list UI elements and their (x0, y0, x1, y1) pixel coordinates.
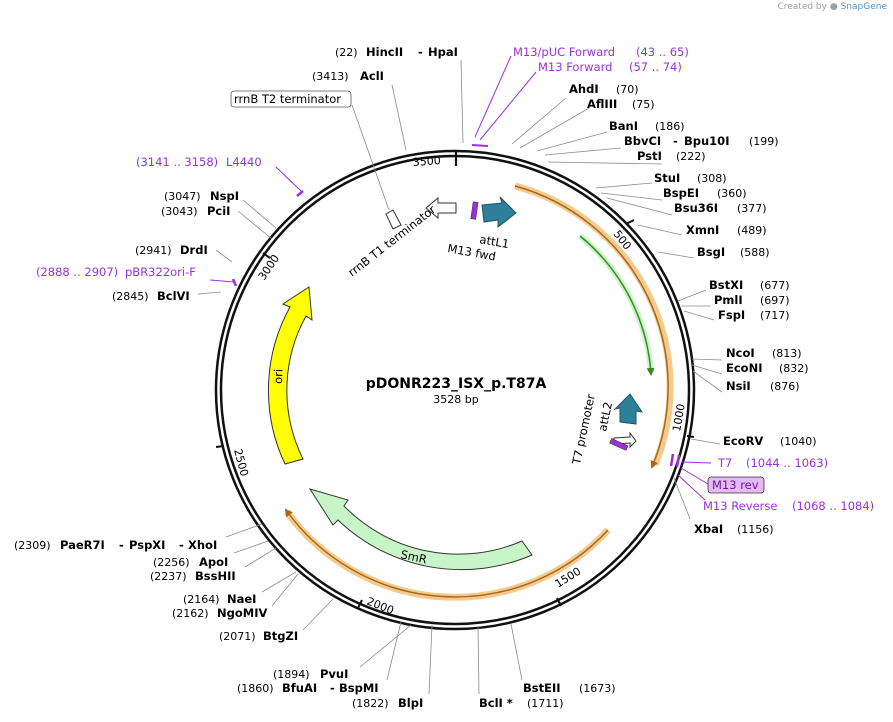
tick-500 (625, 219, 635, 225)
ori-label: ori (271, 369, 286, 384)
tick-3000 (262, 252, 271, 259)
site-xbai: XbaI (1156) (694, 518, 774, 537)
tick-label-1000: 1000 (670, 403, 688, 433)
site-naei: (2164) NaeI (183, 588, 256, 607)
smr-feature (308, 488, 533, 571)
credit-prefix: Created by (777, 2, 827, 12)
site-stui: StuI (308) (654, 167, 727, 186)
primer-m13-puc-forward: M13/pUC Forward (43 .. 65) (513, 41, 689, 60)
t7-promoter-label: T7 promoter (569, 393, 598, 467)
site-acli: (3413) AclI (312, 65, 384, 84)
site-econi: EcoNI (832) (726, 357, 809, 376)
tick-2000 (357, 599, 363, 609)
site-bsgi: BsgI (588) (697, 241, 770, 260)
site-ahdi: AhdI (70) (569, 78, 639, 97)
tick-2500 (215, 445, 225, 448)
rrnb-t2-label: rrnB T2 terminator (234, 92, 341, 106)
site-bspei: BspEI (360) (663, 182, 747, 201)
rrnb-t2-terminator-icon (425, 196, 457, 220)
site-bclvi: (2845) BclVI (112, 285, 190, 304)
site-bstxi: BstXI (677) (709, 274, 790, 293)
green-feature-arc (578, 233, 655, 376)
site-bani: BanI (186) (609, 115, 685, 134)
primer-m13-reverse: M13 Reverse (1068 .. 1084) (703, 495, 874, 514)
cds-arc-top-right (514, 182, 674, 469)
rrnb-t1-terminator-icon (385, 209, 402, 230)
site-pcii: (3043) PciI (161, 200, 230, 219)
site-bsteii: BstEII (1673) (523, 677, 616, 696)
t7-primer-mark (609, 438, 629, 451)
site-paer7i: (2309) PaeR7I - PspXI - XhoI (14, 534, 217, 553)
site-apoi: (2256) ApoI (153, 551, 228, 570)
site-nsii: NsiI (876) (726, 375, 800, 394)
leader-lines (197, 55, 723, 695)
m13-fwd-primer-mark (470, 201, 479, 220)
site-ncoi: NcoI (813) (726, 342, 802, 361)
primer-t7: T7 (1044 .. 1063) (717, 452, 828, 471)
primer-m13-forward: M13 Forward (57 .. 74) (538, 56, 682, 75)
snapgene-credit: Created by ● SnapGene (777, 2, 887, 12)
site-ngomiv: (2162) NgoMIV (172, 602, 267, 621)
site-bsshii: (2237) BssHII (150, 565, 236, 584)
tick-label-3000: 3000 (256, 252, 282, 282)
primer-m13-rev: M13 rev (712, 478, 759, 492)
cds-arc-bottom (284, 508, 611, 601)
site-btgzi: (2071) BtgZI (219, 625, 298, 644)
site-pvui: (1894) PvuI (273, 663, 348, 682)
plasmid-name: pDONR223_ISX_p.T87A (366, 376, 547, 392)
credit-brand: SnapGene (840, 2, 887, 12)
attl2-arrow-icon (613, 393, 644, 425)
tick-1500 (556, 597, 562, 607)
primer-l4440: (3141 .. 3158) L4440 (136, 151, 262, 170)
attl1-arrow-icon (481, 196, 517, 229)
tick-label-3500: 3500 (412, 154, 441, 169)
site-blpi: (1822) BlpI (352, 692, 423, 711)
site-nspi: (3047) NspI (164, 185, 239, 204)
snapgene-logo-icon: ● (829, 2, 838, 12)
site-psti: PstI (222) (637, 145, 706, 164)
primer-m13-rev-box (707, 476, 765, 494)
site-fspi: FspI (717) (718, 304, 790, 323)
primer-pbr322ori-f: (2888 .. 2907) pBR322ori-F (36, 261, 196, 280)
ori-feature (267, 286, 313, 465)
rrnb-t2-label-box (230, 90, 352, 108)
site-bsu36i: Bsu36I (377) (674, 197, 767, 216)
site-pmli: PmlI (697) (714, 289, 790, 308)
site-hincii: (22) HincII - HpaI (335, 41, 458, 60)
site-ecorv: EcoRV (1040) (723, 430, 817, 449)
attl1-label: attL1 (478, 232, 510, 251)
site-drdi: (2941) DrdI (135, 239, 208, 258)
primer-marks (231, 144, 681, 468)
tick-label-2500: 2500 (231, 447, 251, 477)
site-afliii: AflIII (75) (587, 93, 655, 112)
tick-1000 (686, 435, 695, 438)
attl2-label: attL2 (595, 401, 615, 433)
site-bcli: BclI * (1711) (479, 692, 564, 711)
site-bfuai: (1860) BfuAI - BspMI (237, 677, 379, 696)
site-bbvci: BbvCI - Bpu10I (199) (624, 130, 779, 149)
plasmid-size: 3528 bp (433, 393, 478, 406)
site-xmni: XmnI (489) (686, 219, 767, 238)
smr-label: SmR (399, 547, 428, 566)
